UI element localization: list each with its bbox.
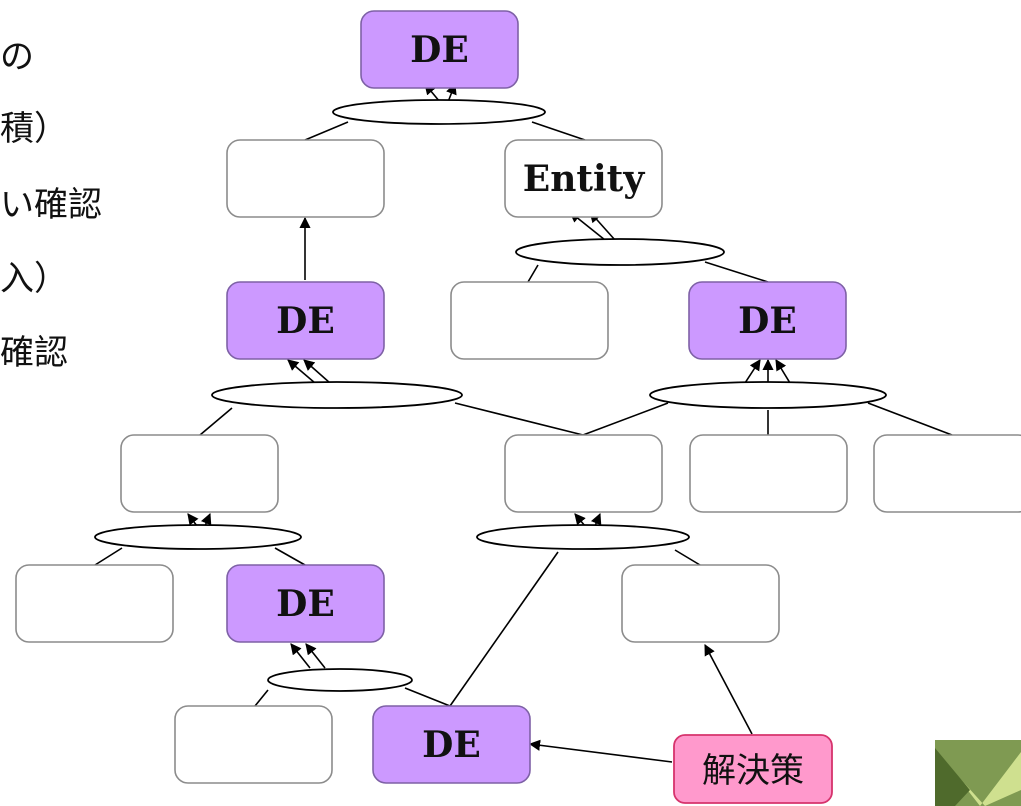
link-empty-to-entity-and: [527, 264, 539, 283]
link-de-mid-right-to-entity-and: [704, 261, 769, 283]
link-box-right-to-right-and: [867, 402, 953, 436]
de-node-mid-right: DE: [688, 281, 847, 360]
text-fragment-4: 入）: [0, 259, 68, 299]
empty-node-top-left: [226, 139, 385, 218]
arrow-solution-to-de-bottom: [528, 739, 673, 763]
de-node-top: DE: [360, 10, 519, 89]
and-ellipse-entity: [515, 238, 725, 266]
link-center-to-mid-and: [454, 402, 584, 436]
arrow-solution-to-empty-lr: [704, 644, 753, 735]
empty-node-left: [120, 434, 279, 513]
entity-node-label: Entity: [523, 158, 646, 200]
empty-node-mid-center: [450, 281, 609, 360]
text-fragment-3: い確認: [0, 185, 102, 225]
link-empty-bottom-to-bottom-and: [254, 689, 269, 707]
empty-node-right-2: [873, 434, 1021, 513]
link-left-to-top-and: [304, 121, 349, 141]
empty-node-center: [504, 434, 663, 513]
de-node-mid-left-label: DE: [276, 300, 335, 342]
link-de-lower-left-to-ll-and: [274, 547, 306, 566]
solution-node: 解決策: [673, 734, 833, 804]
checkmark-clipart-icon: [935, 740, 1021, 806]
arrow-ll-and-1: [187, 513, 199, 527]
text-fragment-2: 積）: [0, 109, 68, 149]
arrow-ll-and-2: [200, 512, 212, 527]
arrow-right-and-to-de-1: [744, 359, 761, 384]
and-ellipse-lower-left: [94, 524, 302, 550]
and-ellipse-mid-right: [649, 381, 887, 409]
link-entity-to-top-and: [531, 121, 586, 141]
de-node-bottom-label: DE: [422, 724, 481, 766]
link-de-bottom-to-bottom-and: [404, 687, 451, 707]
de-node-top-label: DE: [410, 29, 469, 71]
link-empty-lr-to-lc-and: [674, 549, 701, 566]
and-ellipse-top: [332, 99, 546, 125]
link-center-to-right-and: [582, 402, 669, 436]
solution-node-label: 解決策: [702, 751, 804, 791]
arrow-lc-and-2: [590, 512, 602, 527]
link-de-bottom-to-lc-and: [449, 551, 559, 707]
de-node-mid-right-label: DE: [738, 300, 797, 342]
and-ellipse-lower-center: [476, 524, 690, 550]
arrow-bottom-and-1: [290, 643, 311, 669]
text-fragment-5: 確認: [0, 333, 68, 373]
and-ellipse-mid-left: [211, 381, 463, 409]
arrow-lc-and-1: [574, 513, 586, 527]
de-node-mid-left: DE: [226, 281, 385, 360]
de-node-bottom: DE: [372, 705, 531, 784]
arrow-mid-and-to-de-2: [303, 359, 331, 384]
de-node-lower-left-label: DE: [276, 583, 335, 625]
empty-node-bottom: [174, 705, 333, 784]
arrow-right-and-to-de-3: [775, 359, 791, 384]
link-empty-left-to-mid-and: [199, 407, 233, 436]
entity-node: Entity: [504, 139, 663, 218]
empty-node-lower-right: [621, 564, 780, 643]
text-fragment-1: の: [0, 37, 34, 77]
empty-node-bottom-left: [15, 564, 174, 643]
empty-node-right-1: [689, 434, 848, 513]
and-ellipse-bottom: [267, 668, 413, 692]
de-node-lower-left: DE: [226, 564, 385, 643]
arrow-mid-and-to-de-1: [287, 359, 316, 384]
arrow-bottom-and-2: [305, 643, 326, 669]
link-empty-bl-to-ll-and: [94, 547, 123, 566]
